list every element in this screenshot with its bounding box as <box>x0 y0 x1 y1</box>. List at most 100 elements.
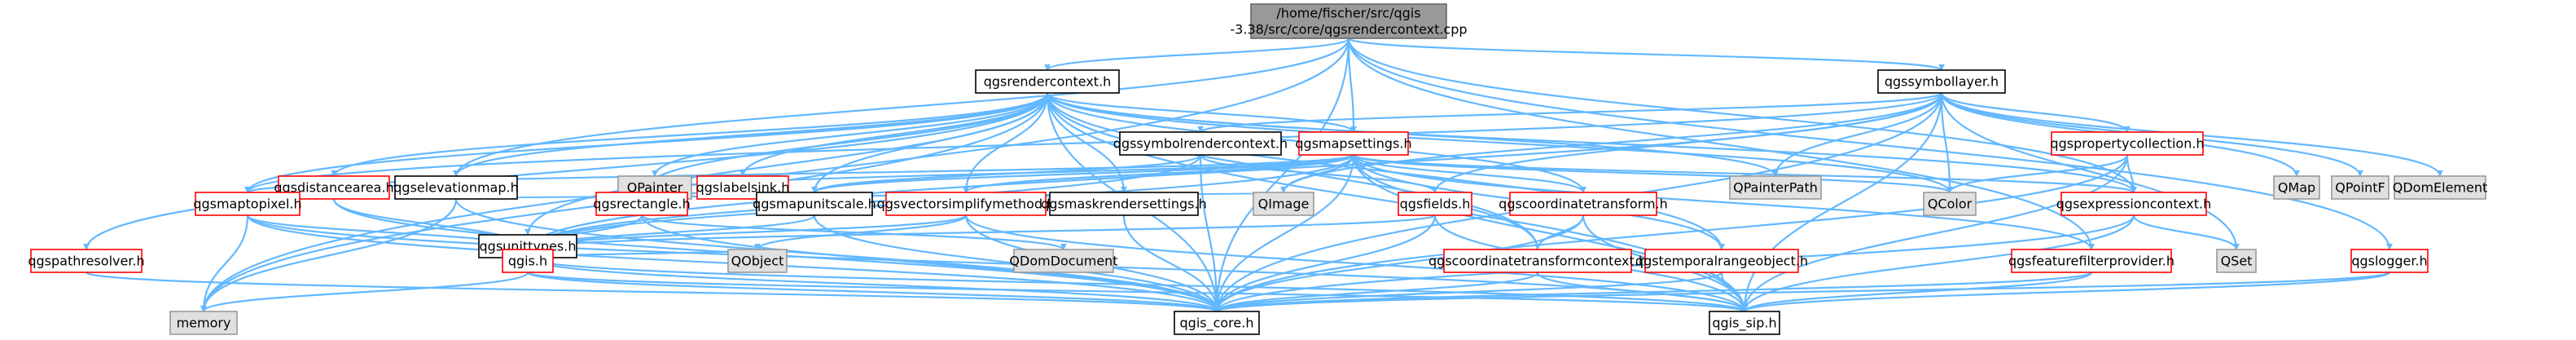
node-box <box>1509 192 1657 216</box>
dependency-edges <box>83 37 2443 313</box>
include-edge <box>1352 153 1953 194</box>
node-label: qgslabelsink.h <box>696 180 790 196</box>
node-box <box>1398 192 1472 216</box>
node-qgsfields-h[interactable]: qgsfields.h <box>1398 192 1472 216</box>
node-label: qgsmaptopixel.h <box>193 196 301 212</box>
node-qgslogger-h[interactable]: qgslogger.h <box>2350 249 2429 273</box>
node-label: qgsmapsettings.h <box>1295 136 1411 152</box>
node-box <box>2060 192 2207 216</box>
node-label: QDomDocument <box>1009 254 1117 269</box>
node-box <box>756 192 873 216</box>
node-label: qgis_sip.h <box>1712 316 1776 332</box>
node-qgselevationmap-h[interactable]: qgselevationmap.h <box>393 175 519 200</box>
node-qobject: QObject <box>727 249 788 273</box>
node-qgscoordinatetransformcontext-h[interactable]: qgscoordinatetransformcontext.h <box>1428 249 1647 273</box>
include-edge <box>1534 214 1585 250</box>
include-edge <box>1213 271 2093 313</box>
include-edge <box>1772 92 1943 177</box>
include-edge <box>1347 38 2393 250</box>
node-qgsrectangle-h[interactable]: qgsrectangle.h <box>593 192 691 216</box>
include-edge <box>1213 271 2391 313</box>
include-edge <box>524 214 1437 251</box>
node-label: QPainter <box>627 180 683 196</box>
include-edge <box>811 153 1355 194</box>
node-qgsvectorsimplifymethod-h[interactable]: qgsvectorsimplifymethod.h <box>877 192 1055 216</box>
node-box <box>1253 192 1314 216</box>
include-edge <box>639 92 1049 193</box>
node-qgspropertycollection-h[interactable]: qgspropertycollection.h <box>2050 131 2205 156</box>
node-qgis-h[interactable]: qgis.h <box>502 249 554 273</box>
include-edge <box>1946 154 2129 193</box>
node-qgsrendercontext-h[interactable]: qgsrendercontext.h <box>975 69 1120 94</box>
node-label: qgsfeaturefilterprovider.h <box>2008 254 2174 269</box>
node-box <box>169 311 238 335</box>
node-qpointf: QPointF <box>2331 175 2389 200</box>
node-label: qgis_core.h <box>1180 316 1254 332</box>
node-qgsmaptopixel-h[interactable]: qgsmaptopixel.h <box>193 192 302 216</box>
node-box <box>2331 175 2389 200</box>
include-edge <box>453 92 1049 177</box>
include-edge <box>1352 153 2137 194</box>
node-label: qgsrectangle.h <box>593 196 690 212</box>
node-label: qgspropertycollection.h <box>2050 136 2204 152</box>
include-edge <box>200 198 458 312</box>
node-memory: memory <box>169 311 238 335</box>
include-edge <box>1213 272 1539 312</box>
node-box <box>30 249 143 273</box>
include-edge <box>526 271 1220 313</box>
node-label: qgsmapunitscale.h <box>753 196 876 212</box>
include-edge <box>1347 38 2137 193</box>
include-edge <box>526 256 1220 313</box>
node-qdomelement: QDomElement <box>2393 175 2488 200</box>
node-box <box>975 69 1120 94</box>
node-box <box>502 249 554 273</box>
node-qgsfeaturefilterprovider-h[interactable]: qgsfeaturefilterprovider.h <box>2008 249 2174 273</box>
node-qgsmapunitscale-h[interactable]: qgsmapunitscale.h <box>753 192 876 216</box>
node-box <box>1443 249 1632 273</box>
node-label: QImage <box>1258 196 1310 212</box>
include-edge <box>1046 92 1357 133</box>
node-root[interactable]: /home/fischer/src/qgis-3.38/src/core/qgs… <box>1230 3 1468 39</box>
node-qgssymbollayer-h[interactable]: qgssymbollayer.h <box>1877 69 2006 94</box>
include-edge <box>526 271 1748 313</box>
include-edge <box>1213 271 1723 313</box>
node-label: QMap <box>2278 180 2315 196</box>
node-qgssymbolrendercontext-h[interactable]: qgssymbolrendercontext.h <box>1113 131 1288 156</box>
node-qgsmaskrendersettings-h[interactable]: qgsmaskrendersettings.h <box>1041 192 1207 216</box>
include-edge <box>331 92 1049 177</box>
node-qgstemporalrangeobject-h[interactable]: qgstemporalrangeobject.h <box>1635 249 1808 273</box>
node-box <box>2051 131 2204 156</box>
include-edge <box>1347 37 1945 72</box>
node-box <box>1729 175 1822 200</box>
node-label: qgsdistancearea.h <box>274 180 393 196</box>
node-label: qgsfields.h <box>1400 196 1471 212</box>
node-box <box>2394 175 2486 200</box>
node-qgis-sip-h[interactable]: qgis_sip.h <box>1709 311 1780 335</box>
node-qgis-core-h[interactable]: qgis_core.h <box>1174 311 1260 335</box>
node-box <box>1877 69 2006 94</box>
node-qgsmapsettings-h[interactable]: qgsmapsettings.h <box>1295 131 1412 156</box>
graph-nodes: /home/fischer/src/qgis-3.38/src/core/qgs… <box>28 3 2488 335</box>
include-edge <box>83 92 1049 250</box>
node-label: qgscoordinatetransform.h <box>1499 196 1668 212</box>
node-qgscoordinatetransform-h[interactable]: qgscoordinatetransform.h <box>1499 192 1668 216</box>
include-edge <box>1122 214 1220 312</box>
include-edge <box>1213 154 2129 312</box>
node-box <box>394 175 518 200</box>
node-label: qgspathresolver.h <box>28 254 144 269</box>
node-box <box>727 249 788 273</box>
node-label: QDomElement <box>2393 180 2488 196</box>
root-label-line2: -3.38/src/core/qgsrendercontext.cpp <box>1230 22 1467 38</box>
node-label: qgstemporalrangeobject.h <box>1635 254 1808 269</box>
include-edge <box>1044 37 1350 72</box>
node-label: qgssymbollayer.h <box>1885 74 1999 90</box>
include-edge <box>524 92 1943 250</box>
include-edge <box>244 92 1049 193</box>
include-edge <box>1197 91 1943 134</box>
include-edge <box>200 214 249 312</box>
node-label: qgsrendercontext.h <box>984 74 1112 90</box>
node-qpainterpath: QPainterPath <box>1729 175 1822 200</box>
node-qgspathresolver-h[interactable]: qgspathresolver.h <box>28 249 145 273</box>
node-qgsexpressioncontext-h[interactable]: qgsexpressioncontext.h <box>2056 192 2211 216</box>
